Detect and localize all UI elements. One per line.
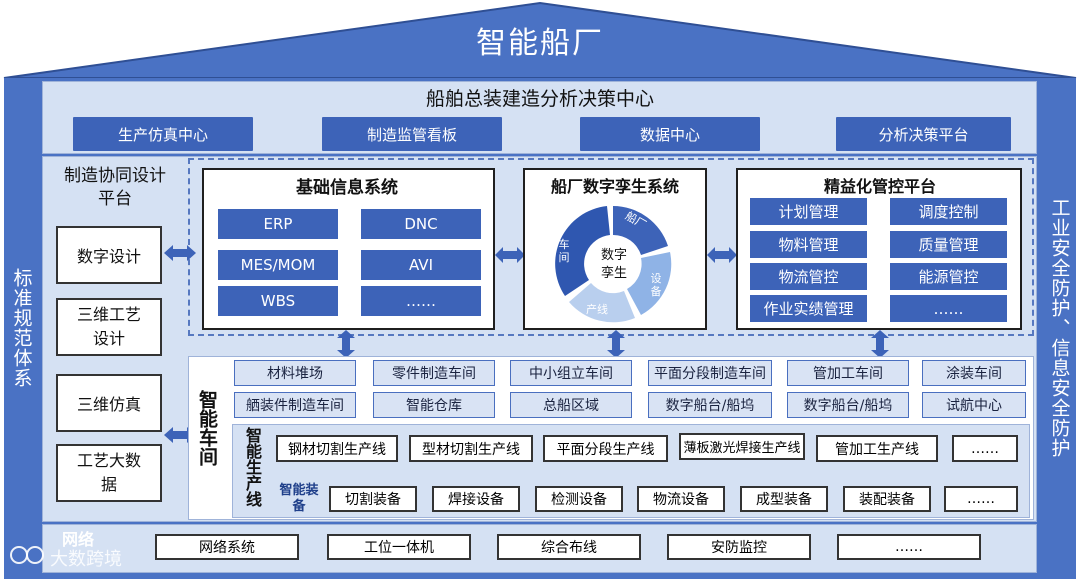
basic-info-dnc[interactable]: DNC (361, 209, 481, 239)
network-label: 网络 (62, 530, 95, 549)
lean-logistics[interactable]: 物流管控 (750, 263, 867, 290)
line-pipe[interactable]: 管加工生产线 (816, 435, 938, 462)
workshop-warehouse[interactable]: 智能仓库 (373, 392, 495, 418)
line-steel-cutting[interactable]: 钢材切割生产线 (276, 435, 398, 462)
twin-center-label: 数字孪生 (600, 248, 627, 281)
standards-pillar: 标准规范体系 (4, 80, 38, 575)
workshop-material-yard[interactable]: 材料堆场 (234, 360, 356, 386)
decision-item-analysis[interactable]: 分析决策平台 (836, 117, 1011, 151)
twin-title: 船厂数字孪生系统 (550, 177, 679, 196)
collab-process-bigdata[interactable]: 工艺大数据 (56, 444, 162, 502)
lean-dispatch[interactable]: 调度控制 (890, 198, 1007, 225)
security-pillar: 工业安全防护、信息安全防护 (1042, 80, 1076, 575)
workshop-flat-section[interactable]: 平面分段制造车间 (648, 360, 772, 386)
lean-material[interactable]: 物料管理 (750, 231, 867, 258)
lean-to-workshop-arrow (871, 330, 889, 358)
workshop-parts[interactable]: 零件制造车间 (373, 360, 495, 386)
lean-more[interactable]: …… (890, 295, 1007, 322)
watermark-text: 大数跨境 (50, 549, 122, 570)
lean-energy[interactable]: 能源管控 (890, 263, 1007, 290)
equip-cutting[interactable]: 切割装备 (329, 486, 417, 512)
twin-segment-line: 产线 (586, 303, 608, 316)
network-cabling[interactable]: 综合布线 (497, 534, 641, 560)
network-terminal[interactable]: 工位一体机 (327, 534, 471, 560)
workshop-outfitting[interactable]: 舾装件制造车间 (234, 392, 356, 418)
collab-3d-sim[interactable]: 三维仿真 (56, 374, 162, 432)
collab-title: 制造协同设计平台 (64, 166, 166, 209)
basic-info-erp[interactable]: ERP (218, 209, 338, 239)
decision-title: 船舶总装建造分析决策中心 (425, 87, 654, 110)
lean-performance[interactable]: 作业实绩管理 (750, 295, 867, 322)
network-system[interactable]: 网络系统 (155, 534, 299, 560)
basic-to-workshop-arrow (337, 330, 355, 358)
collab-digital-design[interactable]: 数字设计 (56, 226, 162, 284)
twin-to-lean-arrow (707, 247, 737, 263)
collab-3d-process[interactable]: 三维工艺设计 (56, 298, 162, 356)
decision-item-sim[interactable]: 生产仿真中心 (73, 117, 253, 151)
equip-welding[interactable]: 焊接设备 (432, 486, 520, 512)
line-flat-section[interactable]: 平面分段生产线 (543, 435, 668, 462)
workshop-label: 智能车间 (196, 390, 218, 466)
equip-assembly[interactable]: 装配装备 (843, 486, 931, 512)
equip-logistics[interactable]: 物流设备 (637, 486, 725, 512)
workshop-assembly-area[interactable]: 总船区域 (510, 392, 632, 418)
basic-info-title: 基础信息系统 (296, 177, 398, 198)
network-security[interactable]: 安防监控 (667, 534, 811, 560)
line-more[interactable]: …… (952, 435, 1018, 462)
decision-item-board[interactable]: 制造监管看板 (322, 117, 502, 151)
workshop-small-assembly[interactable]: 中小组立车间 (510, 360, 632, 386)
basic-info-avi[interactable]: AVI (361, 250, 481, 280)
workshop-pipe[interactable]: 管加工车间 (787, 360, 909, 386)
lean-quality[interactable]: 质量管理 (890, 231, 1007, 258)
basic-info-wbs[interactable]: WBS (218, 286, 338, 316)
workshop-coating[interactable]: 涂装车间 (922, 360, 1026, 386)
twin-cycle-diagram (555, 206, 672, 323)
lean-plan[interactable]: 计划管理 (750, 198, 867, 225)
security-label: 工业安全防护、信息安全防护 (1048, 197, 1071, 458)
equip-inspection[interactable]: 检测设备 (535, 486, 623, 512)
line-profile-cutting[interactable]: 型材切割生产线 (409, 435, 533, 462)
standards-label: 标准规范体系 (10, 267, 33, 388)
basic-info-mes[interactable]: MES/MOM (218, 250, 338, 280)
line-label: 智能生产线 (243, 427, 262, 507)
workshop-dock-1[interactable]: 数字船台/船坞 (648, 392, 772, 418)
basic-info-more[interactable]: …… (361, 286, 481, 316)
line-laser-welding[interactable]: 薄板激光焊接生产线 (679, 433, 805, 460)
twin-to-workshop-arrow (607, 330, 625, 358)
workshop-sea-trial[interactable]: 试航中心 (922, 392, 1026, 418)
collab-to-systems-arrow (164, 245, 196, 261)
decision-item-data[interactable]: 数据中心 (580, 117, 760, 151)
network-more[interactable]: …… (837, 534, 981, 560)
watermark-logo (8, 542, 48, 568)
workshop-dock-2[interactable]: 数字船台/船坞 (787, 392, 909, 418)
twin-segment-equipment: 设备 (650, 272, 662, 298)
lean-title: 精益化管控平台 (823, 177, 936, 196)
page-title: 智能船厂 (476, 26, 604, 61)
basic-to-twin-arrow (495, 247, 525, 263)
equip-forming[interactable]: 成型装备 (740, 486, 828, 512)
twin-segment-workshop: 车间 (558, 238, 570, 264)
equip-more[interactable]: …… (944, 486, 1018, 512)
equip-label: 智能装备 (279, 483, 319, 514)
